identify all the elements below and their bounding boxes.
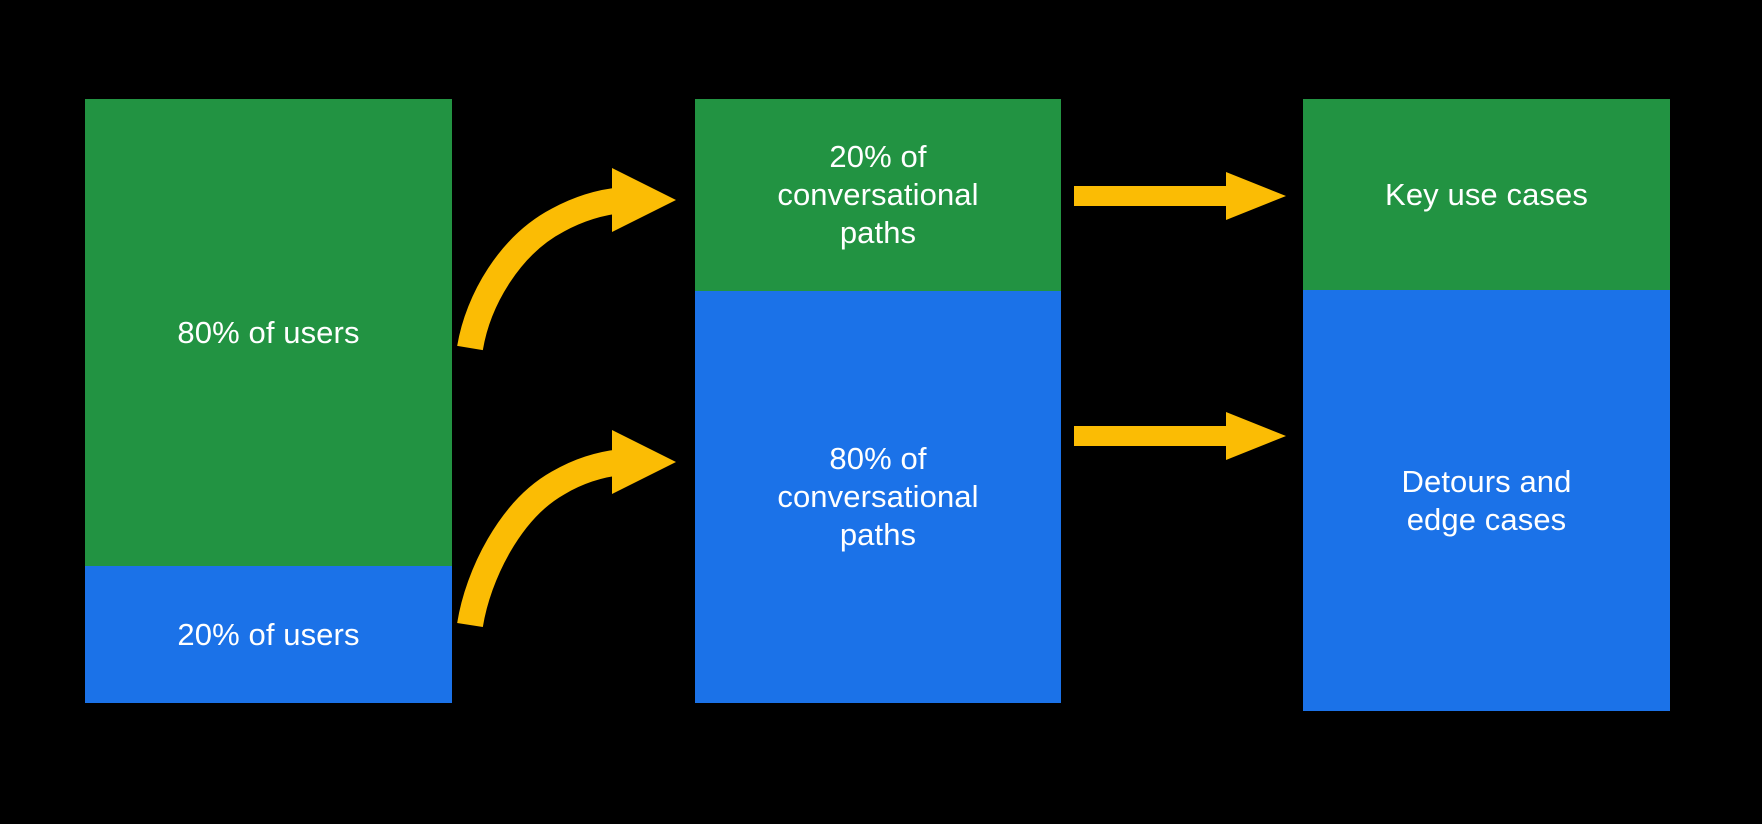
segment-users-majority-label: 80% of users bbox=[177, 314, 360, 350]
column-conversational-paths: 20% of conversational paths 80% of conve… bbox=[695, 99, 1061, 703]
segment-key-use-cases: Key use cases bbox=[1303, 99, 1670, 290]
segment-paths-minority: 20% of conversational paths bbox=[695, 99, 1061, 291]
column-users: 80% of users 20% of users bbox=[85, 99, 452, 703]
segment-paths-majority: 80% of conversational paths bbox=[695, 291, 1061, 703]
straight-arrow-bottom-icon bbox=[1074, 412, 1286, 460]
segment-detours-edge-cases: Detours and edge cases bbox=[1303, 290, 1670, 711]
segment-paths-majority-label: 80% of conversational paths bbox=[777, 441, 979, 552]
segment-users-minority: 20% of users bbox=[85, 566, 452, 703]
column-use-cases: Key use cases Detours and edge cases bbox=[1303, 99, 1670, 711]
curved-arrow-top-icon bbox=[457, 168, 676, 351]
segment-detours-edge-cases-label: Detours and edge cases bbox=[1401, 463, 1572, 537]
segment-users-minority-label: 20% of users bbox=[177, 616, 360, 652]
curved-arrow-bottom-icon bbox=[457, 430, 676, 628]
segment-paths-minority-label: 20% of conversational paths bbox=[777, 139, 979, 250]
segment-key-use-cases-label: Key use cases bbox=[1385, 176, 1588, 212]
straight-arrow-top-icon bbox=[1074, 172, 1286, 220]
segment-users-majority: 80% of users bbox=[85, 99, 452, 566]
